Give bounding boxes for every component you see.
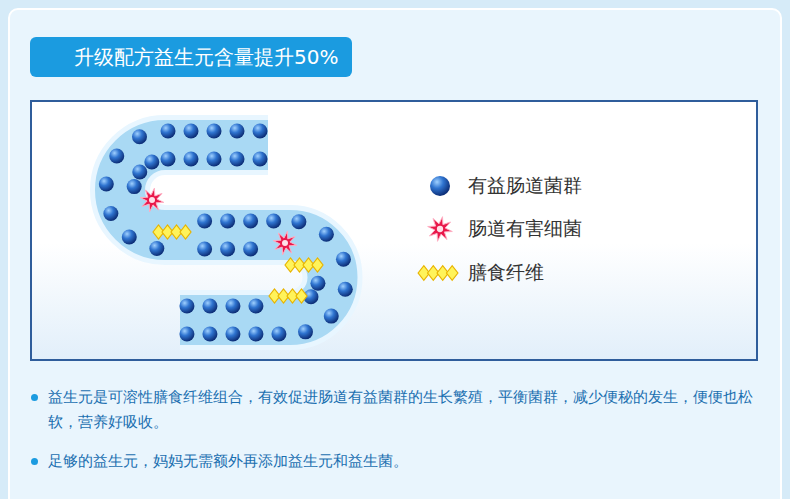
beneficial-bacteria	[310, 276, 325, 291]
beneficial-bacteria	[319, 227, 334, 242]
beneficial-bacteria	[132, 164, 147, 179]
beneficial-bacteria	[207, 124, 222, 139]
beneficial-bacteria	[197, 242, 212, 257]
beneficial-bacteria	[430, 176, 450, 196]
beneficial-bacteria	[338, 282, 353, 297]
note-text: 益生元是可溶性膳食纤维组合，有效促进肠道有益菌群的生长繁殖，平衡菌群，减少便秘的…	[48, 385, 762, 435]
beneficial-bacteria	[207, 152, 222, 167]
legend-row: 肠道有害细菌	[410, 214, 582, 244]
beneficial-bacteria	[298, 324, 313, 339]
beneficial-bacteria	[161, 152, 176, 167]
beneficial-bacteria	[149, 241, 164, 256]
beneficial-bacteria	[103, 206, 118, 221]
legend-text: 肠道有害细菌	[468, 216, 582, 242]
beneficial-bacteria	[184, 152, 199, 167]
dietary-fibre	[312, 258, 323, 272]
legend-sample	[410, 214, 460, 244]
beneficial-bacteria	[99, 177, 114, 192]
beneficial-bacteria	[253, 152, 268, 167]
beneficial-bacteria	[127, 179, 142, 194]
dietary-fibre	[180, 225, 191, 239]
beneficial-bacteria	[230, 152, 245, 167]
beneficial-bacteria	[225, 327, 240, 342]
bacteria-core	[282, 240, 288, 246]
legend-sample	[410, 258, 460, 288]
beneficial-bacteria	[122, 229, 137, 244]
beneficial-bacteria	[248, 299, 263, 314]
bullet-dot	[31, 458, 38, 465]
beneficial-bacteria	[291, 214, 306, 229]
legend-text: 膳食纤维	[468, 260, 544, 286]
beneficial-bacteria	[197, 214, 212, 229]
harmful-bacteria	[273, 231, 297, 255]
beneficial-bacteria	[271, 327, 286, 342]
beneficial-bacteria	[161, 124, 176, 139]
legend-row: 有益肠道菌群	[410, 171, 582, 201]
beneficial-bacteria	[248, 327, 263, 342]
beneficial-bacteria	[336, 252, 351, 267]
beneficial-bacteria	[144, 154, 159, 169]
beneficial-bacteria	[243, 242, 258, 257]
harmful-bacteria	[428, 217, 453, 242]
beneficial-bacteria	[132, 129, 147, 144]
beneficial-bacteria	[225, 299, 240, 314]
beneficial-bacteria	[179, 299, 194, 314]
beneficial-bacteria	[109, 149, 124, 164]
legend-row: 膳食纤维	[410, 258, 544, 288]
beneficial-bacteria	[184, 124, 199, 139]
beneficial-bacteria	[230, 124, 245, 139]
bacteria-core	[149, 197, 155, 203]
beneficial-bacteria	[266, 214, 281, 229]
beneficial-bacteria	[253, 124, 268, 139]
beneficial-bacteria	[220, 242, 235, 257]
bacteria-core	[437, 226, 443, 232]
beneficial-bacteria	[243, 214, 258, 229]
legend-sample	[410, 171, 460, 201]
title-text: 升级配方益生元含量提升50%	[74, 44, 338, 71]
beneficial-bacteria	[324, 309, 339, 324]
beneficial-bacteria	[202, 299, 217, 314]
beneficial-bacteria	[220, 214, 235, 229]
harmful-bacteria	[140, 188, 164, 212]
title-banner: 升级配方益生元含量提升50%	[30, 37, 352, 77]
beneficial-bacteria	[202, 327, 217, 342]
legend-text: 有益肠道菌群	[468, 173, 582, 199]
dietary-fibre	[446, 266, 457, 281]
note-text: 足够的益生元，妈妈无需额外再添加益生元和益生菌。	[48, 449, 762, 474]
bullet-dot	[31, 394, 38, 401]
beneficial-bacteria	[179, 327, 194, 342]
dietary-fibre	[296, 289, 307, 303]
